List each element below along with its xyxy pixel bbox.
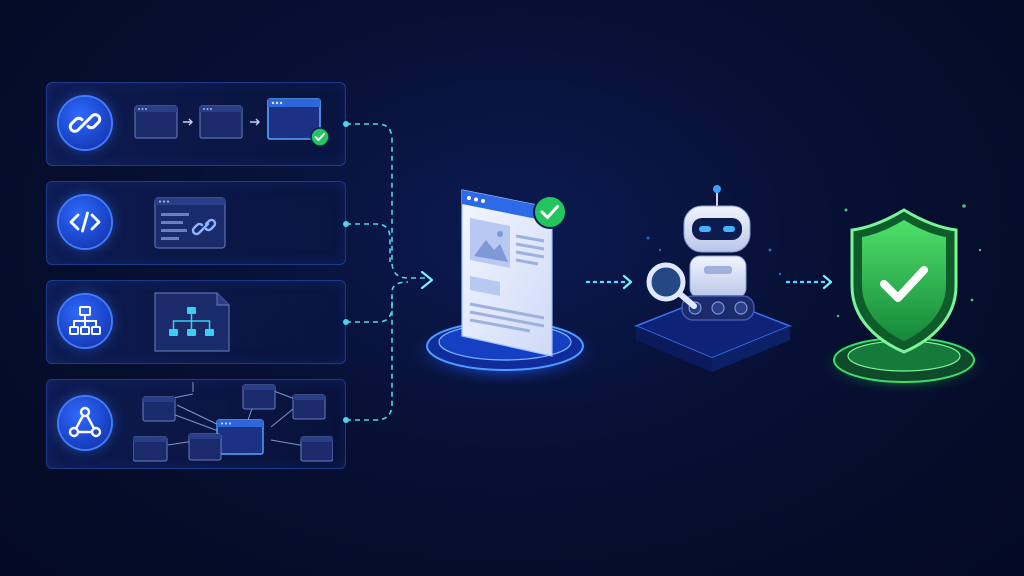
source-card-sitemap: [46, 280, 346, 364]
browser-window: [134, 105, 178, 139]
graph-node-window: [142, 396, 176, 422]
graph-node-window: [188, 433, 222, 461]
check-badge-icon: [533, 195, 567, 229]
stage-protection: [820, 204, 988, 394]
check-badge-icon: [310, 127, 330, 147]
graph-node-window: [133, 436, 168, 462]
arrow-right-icon: [586, 274, 633, 290]
link-icon: [191, 218, 217, 236]
connector-endpoints: [343, 121, 349, 423]
magnifier-icon: [646, 262, 697, 309]
robot-icon: [681, 185, 755, 321]
stage-indexed-page: [409, 189, 601, 386]
source-card-embedded-code: [46, 181, 346, 265]
arrow-right-icon: [250, 118, 260, 126]
link-icon: [59, 97, 111, 149]
shield-check-icon: [850, 208, 958, 354]
link-graph-illustration: [133, 382, 333, 462]
source-card-redirect-chain: [46, 82, 346, 166]
sitemap-document-illustration: [154, 292, 230, 352]
arrow-right-icon: [183, 118, 193, 126]
stage-crawler-bot: [634, 185, 793, 372]
redirect-chain-illustration: [134, 98, 330, 147]
code-icon: [59, 196, 111, 248]
graph-node-window-highlighted: [216, 419, 264, 455]
connector-lines: [346, 123, 428, 421]
source-card-link-graph: [46, 379, 346, 469]
code-document-illustration: [154, 197, 226, 249]
browser-window: [199, 105, 243, 139]
webpage-icon: [461, 189, 553, 357]
graph-node-window: [300, 436, 333, 462]
graph-node-window: [292, 394, 326, 420]
arrow-right-icon: [786, 274, 833, 290]
browser-window-highlighted: [267, 98, 321, 140]
arrow-right-icon: [420, 270, 434, 290]
network-icon: [59, 397, 111, 449]
sitemap-icon: [59, 295, 111, 347]
graph-node-window: [242, 384, 276, 410]
